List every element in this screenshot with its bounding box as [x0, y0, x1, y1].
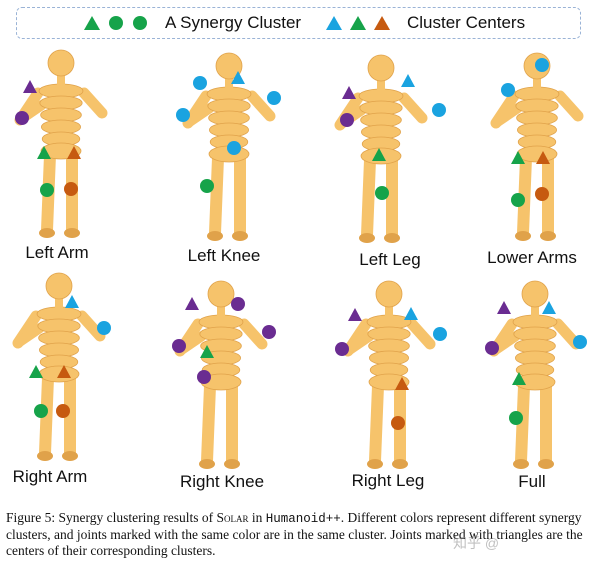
green-circle-icon [131, 15, 149, 31]
figure-label-full: Full [518, 472, 546, 491]
blue-triangle-marker [542, 301, 556, 314]
blue-triangle-marker [231, 71, 245, 84]
green-circle-marker [34, 404, 48, 418]
blue-circle-marker [535, 58, 549, 72]
purple-triangle-marker [348, 308, 362, 321]
purple-circle-marker [340, 113, 354, 127]
caption-env: Humanoid++ [265, 512, 341, 526]
humanoid-figure-left-knee [170, 48, 300, 248]
green-triangle-marker [29, 365, 43, 378]
figure-label-left-arm: Left Arm [25, 243, 89, 262]
green-triangle-marker [372, 148, 386, 161]
legend-box: A Synergy Cluster Cluster Centers [16, 7, 581, 39]
purple-triangle-marker [23, 80, 37, 93]
figure-label-right-leg: Right Leg [351, 471, 425, 490]
green-circle-marker [511, 193, 525, 207]
humanoid-render-right-leg [335, 280, 447, 469]
figure-label-right-knee: Right Knee [179, 472, 265, 491]
orange-triangle-marker [67, 146, 81, 159]
green-triangle-marker [512, 372, 526, 385]
blue-circle-marker [573, 335, 587, 349]
blue-circle-marker [501, 83, 515, 97]
caption-mid: in [248, 510, 266, 525]
caption-method: Solar [216, 510, 249, 525]
blue-circle-marker [433, 327, 447, 341]
purple-circle-marker [197, 370, 211, 384]
humanoid-render-left-knee [176, 52, 281, 241]
purple-triangle-marker [185, 297, 199, 310]
blue-circle-marker [193, 76, 207, 90]
blue-circle-marker [176, 108, 190, 122]
figure-label-left-knee: Left Knee [187, 246, 261, 265]
legend-centers-label: Cluster Centers [407, 13, 526, 32]
green-triangle-marker [511, 151, 525, 164]
humanoid-render-right-arm [12, 272, 111, 461]
orange-circle-marker [391, 416, 405, 430]
figure-label-lower-arms: Lower Arms [487, 248, 577, 267]
humanoid-figure-right-arm [0, 268, 130, 468]
orange-triangle-marker [536, 151, 550, 164]
purple-triangle-marker [342, 86, 356, 99]
blue-triangle-marker [65, 295, 79, 308]
humanoid-figure-left-arm [2, 45, 132, 245]
orange-circle-marker [64, 182, 78, 196]
purple-circle-marker [172, 339, 186, 353]
green-circle-icon [107, 15, 125, 31]
purple-triangle-marker [497, 301, 511, 314]
humanoid-render-full [485, 280, 587, 469]
blue-triangle-icon [325, 15, 343, 31]
humanoid-figure-full [476, 276, 600, 476]
figure-label-left-leg: Left Leg [359, 250, 421, 269]
humanoid-figure-right-knee [162, 276, 292, 476]
green-circle-marker [509, 411, 523, 425]
green-circle-marker [200, 179, 214, 193]
purple-circle-marker [231, 297, 245, 311]
purple-circle-marker [335, 342, 349, 356]
legend-synergy-label: A Synergy Cluster [165, 13, 302, 32]
orange-circle-marker [56, 404, 70, 418]
humanoid-render-right-knee [172, 280, 276, 469]
caption-prefix: Figure 5: Synergy clustering results of [6, 510, 217, 525]
orange-triangle-icon [373, 15, 391, 31]
purple-circle-marker [485, 341, 499, 355]
green-circle-marker [40, 183, 54, 197]
legend-centers-group: Cluster Centers [325, 8, 525, 38]
legend-synergy-group: A Synergy Cluster [83, 8, 301, 38]
purple-circle-marker [262, 325, 276, 339]
watermark: 知乎 @ [453, 535, 500, 551]
blue-circle-marker [432, 103, 446, 117]
green-triangle-icon [349, 15, 367, 31]
orange-triangle-marker [395, 377, 409, 390]
blue-triangle-marker [404, 307, 418, 320]
orange-circle-marker [535, 187, 549, 201]
figure-caption: Figure 5: Synergy clustering results of … [6, 510, 594, 559]
humanoid-render-lower-arms [490, 52, 584, 241]
green-triangle-marker [37, 146, 51, 159]
blue-circle-marker [227, 141, 241, 155]
humanoid-figure-left-leg [322, 50, 452, 250]
green-triangle-marker [200, 345, 214, 358]
humanoid-figure-right-leg [330, 276, 460, 476]
green-circle-marker [375, 186, 389, 200]
blue-circle-marker [97, 321, 111, 335]
caption-rest: . Different colors represent different s… [6, 510, 583, 558]
blue-circle-marker [267, 91, 281, 105]
purple-circle-marker [15, 111, 29, 125]
blue-triangle-marker [401, 74, 415, 87]
green-triangle-icon [83, 15, 101, 31]
humanoid-figure-lower-arms [478, 48, 600, 248]
orange-triangle-marker [57, 365, 71, 378]
humanoid-render-left-arm [14, 49, 108, 238]
figure-label-right-arm: Right Arm [12, 467, 88, 486]
humanoid-render-left-leg [334, 54, 446, 243]
